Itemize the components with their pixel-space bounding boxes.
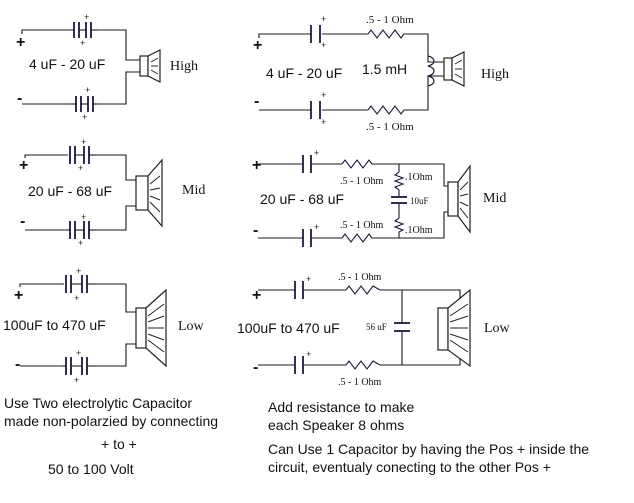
svg-text:+: + — [81, 212, 86, 222]
capacitor-pair: ++ — [73, 12, 98, 48]
speaker-label: High — [170, 59, 198, 74]
resistor-label: .5 - 1 Ohm — [366, 121, 414, 133]
speaker-label: Mid — [483, 191, 506, 206]
resistor — [345, 285, 381, 295]
svg-text:+: + — [80, 38, 85, 48]
capacitor-pair: ++ — [66, 212, 96, 248]
resistor — [341, 233, 373, 243]
left-high-circuit: + - ++ ++ 4 uF - 20 uF High — [16, 12, 198, 122]
cap-value-label: 100uF to 470 uF — [3, 317, 106, 333]
svg-text:+: + — [314, 148, 319, 158]
resistor-label: .5 - 1 Ohm — [340, 220, 384, 231]
capacitor-pair: ++ — [65, 266, 96, 303]
right-mid-circuit: + - + + .5 - 1 Ohm .5 - 1 Ohm .1Ohm 10uF… — [252, 148, 506, 247]
cap-value-label: 20 uF - 68 uF — [260, 191, 344, 207]
shunt-resistor — [393, 171, 405, 191]
positive-terminal: + — [16, 34, 25, 51]
svg-text:+: + — [321, 117, 326, 127]
inductor — [427, 55, 435, 87]
resistor-label: .5 - 1 Ohm — [366, 14, 414, 26]
svg-text:+: + — [76, 348, 81, 358]
svg-text:+: + — [74, 375, 79, 385]
note-line: Can Use 1 Capacitor by having the Pos + … — [268, 441, 589, 457]
speaker-icon — [443, 51, 465, 87]
positive-terminal: + — [14, 287, 23, 304]
note-line: + to + — [101, 436, 137, 452]
speaker-label: Low — [484, 321, 511, 336]
svg-text:+: + — [74, 293, 79, 303]
speaker-icon — [135, 158, 163, 228]
note-line: made non-polarzied by connecting — [4, 413, 218, 429]
negative-terminal: - — [20, 213, 25, 230]
left-mid-circuit: + - ++ ++ 20 uF - 68 uF Mid — [19, 137, 205, 248]
svg-text:+: + — [78, 163, 83, 173]
resistor-label: .5 - 1 Ohm — [340, 176, 384, 187]
negative-terminal: - — [15, 356, 20, 373]
note-line: circuit, eventualy conecting to the othe… — [268, 459, 551, 475]
shunt-resistor-label: .1Ohm — [405, 225, 433, 236]
shunt-cap-label: 10uF — [410, 196, 429, 206]
svg-text:+: + — [76, 266, 81, 276]
speaker-label: Mid — [182, 183, 205, 198]
svg-text:+: + — [85, 85, 90, 95]
speaker-icon — [135, 288, 167, 368]
cap-value-label: 4 uF - 20 uF — [29, 56, 105, 72]
svg-text:+: + — [321, 40, 326, 50]
left-notes: Use Two electrolytic Capacitor made non-… — [4, 395, 218, 477]
negative-terminal: - — [253, 222, 258, 239]
positive-terminal: + — [253, 37, 262, 54]
note-line: Use Two electrolytic Capacitor — [4, 395, 192, 411]
note-line: 50 to 100 Volt — [48, 461, 134, 477]
svg-text:+: + — [306, 349, 311, 359]
resistor — [341, 159, 373, 169]
speaker-icon — [139, 49, 161, 83]
capacitor-pair: ++ — [62, 348, 96, 385]
svg-text:+: + — [321, 14, 326, 24]
resistor — [367, 29, 405, 39]
svg-text:+: + — [84, 12, 89, 22]
shunt-cap-label: 56 uF — [366, 322, 387, 332]
svg-text:+: + — [82, 112, 87, 122]
resistor-label: .5 - 1 Ohm — [338, 272, 382, 283]
note-line: Add resistance to make — [268, 399, 415, 415]
inductor-label: 1.5 mH — [362, 61, 407, 77]
left-low-circuit: + - ++ ++ 100uF to 470 uF Low — [3, 266, 205, 385]
speaker-label: High — [481, 67, 509, 82]
svg-text:+: + — [78, 238, 83, 248]
svg-text:+: + — [81, 137, 86, 147]
cap-value-label: 4 uF - 20 uF — [266, 65, 342, 81]
negative-terminal: - — [253, 359, 258, 376]
capacitor-pair: ++ — [70, 85, 100, 122]
positive-terminal: + — [252, 157, 261, 174]
shunt-resistor — [393, 217, 405, 233]
right-high-circuit: + - + + + + .5 - 1 Ohm .5 - 1 Ohm 1.5 mH 4… — [253, 14, 509, 133]
resistor — [345, 360, 381, 370]
resistor — [367, 105, 405, 115]
note-line: each Speaker 8 ohms — [268, 417, 404, 433]
negative-terminal: - — [17, 90, 22, 107]
svg-text:+: + — [321, 90, 326, 100]
speaker-icon — [437, 288, 471, 368]
resistor-label: .5 - 1 Ohm — [338, 377, 382, 388]
svg-text:+: + — [314, 222, 319, 232]
cap-value-label: 100uF to 470 uF — [237, 320, 340, 336]
speaker-label: Low — [178, 319, 205, 334]
capacitor-pair: ++ — [69, 137, 96, 173]
svg-text:+: + — [306, 274, 311, 284]
right-low-circuit: + - + + .5 - 1 Ohm .5 - 1 Ohm 56 uF 100u… — [237, 272, 511, 388]
positive-terminal: + — [19, 157, 28, 174]
shunt-resistor-label: .1Ohm — [405, 172, 433, 183]
cap-value-label: 20 uF - 68 uF — [28, 183, 112, 199]
negative-terminal: - — [254, 93, 259, 110]
positive-terminal: + — [252, 287, 261, 304]
right-notes: Add resistance to make each Speaker 8 oh… — [268, 399, 589, 475]
speaker-icon — [447, 164, 471, 234]
